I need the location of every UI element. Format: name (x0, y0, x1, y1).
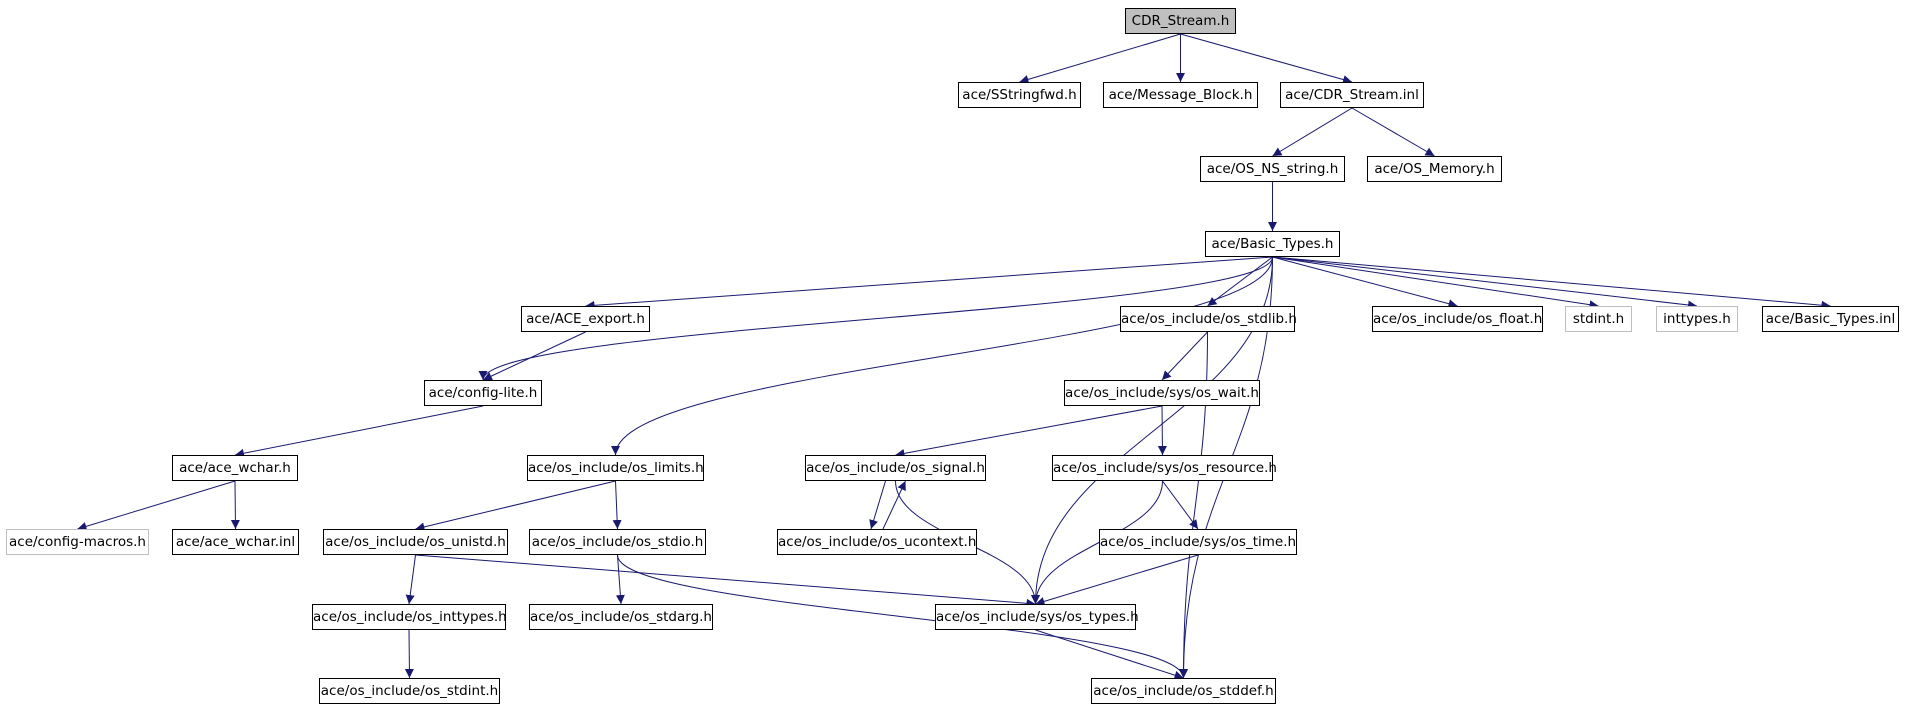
node-config-lite-h[interactable]: ace/config-lite.h (424, 380, 542, 406)
node-os-memory-h[interactable]: ace/OS_Memory.h (1367, 156, 1502, 182)
node-os-stdint-h[interactable]: ace/os_include/os_stdint.h (319, 678, 500, 704)
node-os-stdio-h[interactable]: ace/os_include/os_stdio.h (529, 529, 706, 555)
node-os-resource-h[interactable]: ace/os_include/sys/os_resource.h (1052, 455, 1277, 481)
node-ace-export-h[interactable]: ace/ACE_export.h (521, 306, 650, 332)
edge-basic_types_h-to-os_float_h (1272, 256, 1458, 309)
edge-ace_export_h-to-config_lite_h (482, 331, 586, 381)
edge-cdr_stream_inl-to-os_ns_string_h (1272, 107, 1353, 157)
edge-ace_wchar_h-to-config_macros_h (77, 480, 236, 531)
node-cdr-stream-h[interactable]: CDR_Stream.h (1125, 8, 1236, 34)
edge-os_limits_h-to-os_stdio_h (612, 480, 622, 530)
edge-os_resource_h-to-os_time_h (1162, 480, 1199, 530)
edge-cdr_stream_inl-to-os_memory_h (1351, 107, 1435, 157)
edge-os_signal_h-to-os_ucontext_h (869, 480, 886, 530)
node-inttypes-h[interactable]: inttypes.h (1656, 306, 1738, 332)
node-os-float-h[interactable]: ace/os_include/os_float.h (1372, 306, 1543, 332)
node-os-inttypes-h[interactable]: ace/os_include/os_inttypes.h (312, 604, 507, 630)
edge-ace_wchar_h-to-ace_wchar_inl (230, 480, 240, 530)
edge-os_unistd_h-to-os_types_h (415, 554, 1036, 608)
edge-cdr_stream_h-to-cdr_stream_inl (1180, 33, 1353, 84)
node-os-signal-h[interactable]: ace/os_include/os_signal.h (805, 455, 986, 481)
edge-os_inttypes_h-to-os_stdint_h (404, 629, 414, 679)
node-ace-wchar-inl[interactable]: ace/ace_wchar.inl (172, 529, 299, 555)
node-os-unistd-h[interactable]: ace/os_include/os_unistd.h (323, 529, 508, 555)
node-os-limits-h[interactable]: ace/os_include/os_limits.h (527, 455, 704, 481)
edge-basic_types_h-to-os_stdlib_h (1207, 256, 1273, 307)
node-basic-types-h[interactable]: ace/Basic_Types.h (1205, 231, 1340, 257)
edge-os_time_h-to-os_types_h (1035, 554, 1199, 606)
node-sstringfwd-h[interactable]: ace/SStringfwd.h (958, 82, 1081, 108)
edge-os_stdio_h-to-os_stddef_h (617, 554, 1188, 679)
edge-basic_types_h-to-basic_types_inl (1272, 256, 1831, 310)
node-os-types-h[interactable]: ace/os_include/sys/os_types.h (935, 604, 1139, 630)
edge-os_wait_h-to-os_resource_h (1157, 405, 1167, 456)
node-os-stdarg-h[interactable]: ace/os_include/os_stdarg.h (529, 604, 713, 630)
node-os-ns-string-h[interactable]: ace/OS_NS_string.h (1200, 156, 1345, 182)
edge-basic_types_h-to-stdint_h (1272, 256, 1599, 310)
node-basic-types-inl[interactable]: ace/Basic_Types.inl (1762, 306, 1899, 332)
edge-os_limits_h-to-os_unistd_h (415, 480, 616, 532)
edge-os_stdio_h-to-os_stdarg_h (615, 554, 625, 605)
node-os-ucontext-h[interactable]: ace/os_include/os_ucontext.h (777, 529, 977, 555)
edge-config_lite_h-to-ace_wchar_h (234, 405, 484, 458)
node-os-stddef-h[interactable]: ace/os_include/os_stddef.h (1091, 678, 1276, 704)
edge-os_ucontext_h-to-os_signal_h (882, 480, 906, 530)
node-stdint-h[interactable]: stdint.h (1565, 306, 1632, 332)
node-os-stdlib-h[interactable]: ace/os_include/os_stdlib.h (1120, 306, 1297, 332)
node-os-wait-h[interactable]: ace/os_include/sys/os_wait.h (1064, 380, 1260, 406)
node-ace-wchar-h[interactable]: ace/ace_wchar.h (172, 455, 298, 481)
node-config-macros-h[interactable]: ace/config-macros.h (6, 529, 149, 555)
edge-cdr_stream_h-to-sstringfwd_h (1019, 33, 1181, 84)
edge-basic_types_h-to-os_limits_h (611, 256, 1273, 456)
edge-os_wait_h-to-os_signal_h (895, 405, 1163, 458)
edge-os_unistd_h-to-os_inttypes_h (405, 554, 416, 605)
node-cdr-stream-inl[interactable]: ace/CDR_Stream.inl (1280, 82, 1424, 108)
edge-basic_types_h-to-ace_export_h (585, 256, 1273, 310)
edge-basic_types_h-to-inttypes_h (1272, 256, 1698, 310)
node-os-time-h[interactable]: ace/os_include/sys/os_time.h (1099, 529, 1297, 555)
node-message-block-h[interactable]: ace/Message_Block.h (1103, 82, 1258, 108)
edge-os_types_h-to-os_stddef_h (1035, 629, 1184, 680)
edge-os_stdlib_h-to-os_wait_h (1161, 331, 1208, 381)
